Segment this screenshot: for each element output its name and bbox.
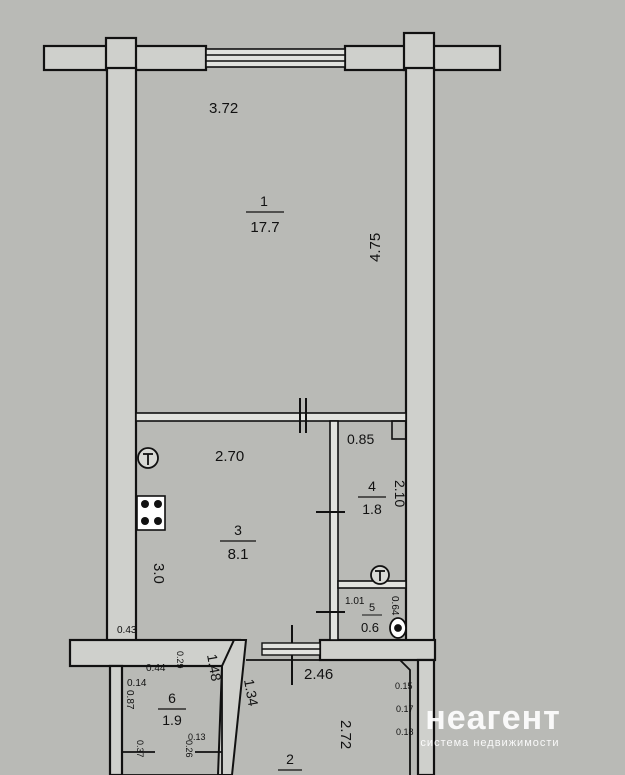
room5-area: 0.6 (361, 620, 379, 635)
toilet-icon (389, 617, 407, 639)
dim-015: 0.15 (395, 681, 413, 691)
partition-r3-r4 (329, 420, 339, 641)
door-r3-r4 (316, 511, 345, 613)
dim-087: 0.87 (124, 690, 135, 710)
watermark: неагент система недвижимости (420, 699, 561, 749)
room2-number: 2 (286, 751, 294, 767)
dim-148: 1.48 (204, 653, 225, 683)
dim-043: 0.43 (117, 625, 137, 636)
dim-134: 1.34 (241, 678, 262, 708)
dim-272: 2.72 (337, 720, 354, 749)
dim-246: 2.46 (304, 666, 333, 683)
room1-area: 17.7 (250, 219, 279, 236)
dim-026: 0.26 (184, 740, 194, 758)
window-hall (261, 642, 321, 656)
room4-number: 4 (368, 478, 376, 494)
wall-top-right-cap (402, 31, 436, 72)
room3-area: 8.1 (228, 546, 249, 563)
room4-length: 2.10 (392, 480, 408, 507)
room1-length: 4.75 (367, 233, 384, 262)
wall-top-left-cap (104, 36, 138, 72)
stove-icon (136, 495, 166, 531)
wall-bottom-right (318, 638, 437, 662)
room1-width: 3.72 (209, 100, 238, 117)
partition-r1-r3 (135, 412, 407, 422)
room5-width: 1.01 (345, 596, 365, 607)
dim-013: 0.13 (188, 732, 206, 742)
room5-length: 0.64 (389, 596, 400, 616)
wall-right (404, 66, 436, 643)
heater-icon (137, 447, 159, 469)
wall-lower-left (108, 664, 124, 775)
room4-area: 1.8 (362, 501, 382, 517)
window-top (205, 48, 346, 68)
boiler-icon (370, 565, 390, 585)
labels: 3.72 1 17.7 4.75 2.70 3 8.1 3.0 0.85 4 1… (117, 100, 414, 771)
room1-number: 1 (260, 193, 268, 209)
dim-037: 0.37 (135, 740, 145, 758)
room3-width: 2.70 (215, 448, 244, 465)
room4-width: 0.85 (347, 431, 374, 447)
wall-lower-right (416, 658, 436, 775)
partition-r4-r5 (337, 580, 407, 589)
dim-017: 0.17 (396, 704, 414, 714)
dim-044: 0.44 (146, 663, 166, 674)
room3-number: 3 (234, 522, 242, 538)
room2-walls (246, 659, 411, 775)
wall-left (105, 66, 138, 643)
room5-number: 5 (369, 602, 375, 614)
room3-length: 3.0 (150, 563, 167, 584)
watermark-tagline: система недвижимости (420, 737, 559, 749)
wall-diagonal (216, 639, 248, 775)
dim-029: 0.29 (175, 651, 185, 669)
watermark-brand: неагент (425, 699, 561, 737)
room6-walls (121, 665, 223, 775)
dim-018: 0.18 (396, 727, 414, 737)
room6-number: 6 (168, 690, 176, 706)
door-r1-r3 (299, 398, 307, 433)
dim-014: 0.14 (127, 678, 147, 689)
niche-r4 (391, 420, 407, 440)
walls (42, 31, 502, 775)
room6-area: 1.9 (162, 712, 182, 728)
